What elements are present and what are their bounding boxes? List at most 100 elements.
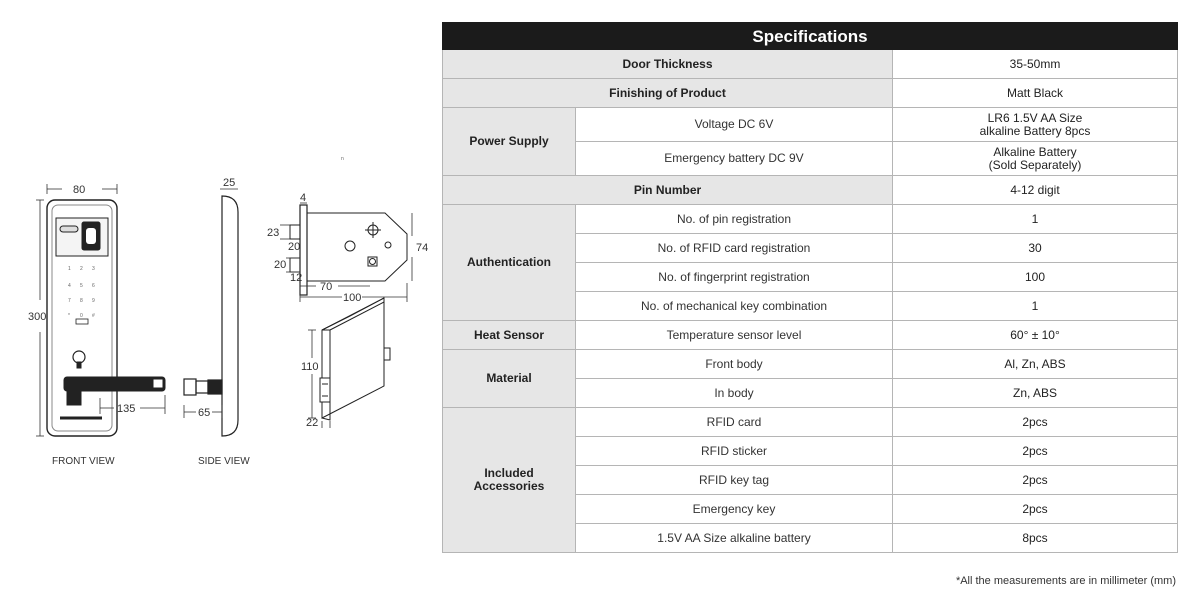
heat-sensor-label: Heat Sensor (442, 320, 576, 350)
mortise-bottom-dim-b: 100 (343, 292, 361, 304)
table-row: Pin Number 4-12 digit (442, 175, 1178, 205)
auth-item-value: 30 (892, 233, 1178, 263)
table-row: Authentication No. of pin registration 1 (442, 204, 1178, 321)
table-row: Emergency battery DC 9V Alkaline Battery… (443, 141, 1178, 176)
heat-sensor-value: 60° ± 10° (892, 320, 1178, 350)
front-view-keypad: 1 2 3 4 5 6 7 8 9 * 0 # (68, 266, 95, 319)
material-item-name: In body (575, 378, 893, 408)
svg-text:3: 3 (92, 266, 95, 272)
svg-text:6: 6 (92, 283, 95, 289)
auth-item-value: 100 (892, 262, 1178, 292)
table-row: Power Supply Voltage DC 6V LR6 1.5V AA S… (442, 107, 1178, 176)
label-line: Accessories (473, 479, 545, 493)
accessory-item-name: RFID card (575, 407, 893, 437)
power-item-name: Emergency battery DC 9V (575, 141, 893, 176)
mortise-3d-dimensions (308, 329, 331, 428)
mortise-top-dim: 4 (300, 192, 306, 204)
mortise-3d-drawing (319, 297, 391, 421)
side-view-drawing (183, 195, 239, 437)
mortise-dimensions (280, 202, 413, 302)
table-row: Emergency key 2pcs (443, 494, 1178, 524)
front-view-dimensions (36, 184, 166, 437)
front-view-drawing (46, 199, 166, 437)
accessory-item-value: 2pcs (892, 465, 1178, 495)
table-row: Finishing of Product Matt Black (442, 78, 1178, 108)
power-item-name: Voltage DC 6V (575, 107, 893, 142)
accessory-item-name: 1.5V AA Size alkaline battery (575, 523, 893, 553)
mortise-right-dim: 74 (416, 242, 428, 254)
front-width-dim: 80 (73, 184, 85, 196)
accessory-item-value: 2pcs (892, 494, 1178, 524)
svg-text:2: 2 (80, 266, 83, 272)
value-line: alkaline Battery 8pcs (979, 123, 1091, 138)
mortise-left-dim-c: 20 (274, 259, 286, 271)
table-row: Material Front body Al, Zn, ABS (442, 349, 1178, 408)
auth-item-value: 1 (892, 204, 1178, 234)
mortise-3d-height-dim: 110 (301, 361, 319, 373)
front-height-dim: 300 (28, 311, 46, 323)
material-item-value: Al, Zn, ABS (892, 349, 1178, 379)
svg-text:#: # (92, 313, 95, 319)
finishing-label: Finishing of Product (442, 78, 893, 108)
svg-text:9: 9 (92, 298, 95, 304)
table-row: In body Zn, ABS (443, 378, 1178, 408)
mortise-left-dim-a: 23 (267, 227, 279, 239)
door-thickness-label: Door Thickness (442, 49, 893, 79)
mortise-left-dim-d: 12 (290, 272, 302, 284)
svg-text:8: 8 (80, 298, 83, 304)
accessory-item-value: 8pcs (892, 523, 1178, 553)
svg-text:4: 4 (68, 283, 71, 289)
mortise-drawing (289, 204, 408, 296)
finishing-value: Matt Black (892, 78, 1178, 108)
table-row: No. of fingerprint registration 100 (443, 262, 1178, 292)
side-depth-dim: 25 (223, 177, 235, 189)
specifications-table: Specifications Door Thickness 35-50mm Fi… (442, 22, 1178, 553)
stray-mark: n (341, 156, 344, 162)
door-thickness-value: 35-50mm (892, 49, 1178, 79)
svg-text:0: 0 (80, 313, 83, 319)
table-row: 1.5V AA Size alkaline battery 8pcs (443, 523, 1178, 553)
material-item-value: Zn, ABS (892, 378, 1178, 408)
heat-sensor-name: Temperature sensor level (575, 320, 893, 350)
svg-text:7: 7 (68, 298, 71, 304)
auth-item-name: No. of mechanical key combination (575, 291, 893, 321)
front-view-caption: FRONT VIEW (52, 456, 115, 467)
pin-number-label: Pin Number (442, 175, 893, 205)
side-handle-dim: 65 (198, 407, 210, 419)
table-row: RFID key tag 2pcs (443, 465, 1178, 495)
auth-item-value: 1 (892, 291, 1178, 321)
power-supply-label: Power Supply (442, 107, 576, 176)
accessory-item-value: 2pcs (892, 407, 1178, 437)
table-row: Door Thickness 35-50mm (442, 49, 1178, 79)
material-item-name: Front body (575, 349, 893, 379)
measurement-note: *All the measurements are in millimeter … (955, 575, 1176, 587)
side-view-caption: SIDE VIEW (198, 456, 250, 467)
mortise-left-dim-b: 20 (288, 241, 300, 253)
svg-text:*: * (68, 313, 70, 319)
pin-number-value: 4-12 digit (892, 175, 1178, 205)
mortise-3d-depth-dim: 22 (306, 417, 318, 429)
technical-drawings: 1 2 3 4 5 6 7 8 9 * 0 # 80 300 135 FRONT… (28, 156, 428, 467)
table-title: Specifications (442, 22, 1178, 50)
accessory-item-value: 2pcs (892, 436, 1178, 466)
front-handle-dim: 135 (117, 403, 135, 415)
material-label: Material (442, 349, 576, 408)
label-line: Included (484, 466, 534, 480)
value-line: Alkaline Battery (993, 144, 1077, 159)
auth-item-name: No. of pin registration (575, 204, 893, 234)
value-line: (Sold Separately) (988, 157, 1082, 172)
mortise-bottom-dim-a: 70 (320, 281, 332, 293)
power-item-value: Alkaline Battery(Sold Separately) (892, 141, 1178, 176)
auth-item-name: No. of fingerprint registration (575, 262, 893, 292)
value-line: LR6 1.5V AA Size (987, 110, 1083, 125)
accessory-item-name: RFID key tag (575, 465, 893, 495)
accessory-item-name: RFID sticker (575, 436, 893, 466)
auth-item-name: No. of RFID card registration (575, 233, 893, 263)
table-row: RFID sticker 2pcs (443, 436, 1178, 466)
svg-text:1: 1 (68, 266, 71, 272)
svg-text:5: 5 (80, 283, 83, 289)
side-view-dimensions (183, 188, 238, 418)
